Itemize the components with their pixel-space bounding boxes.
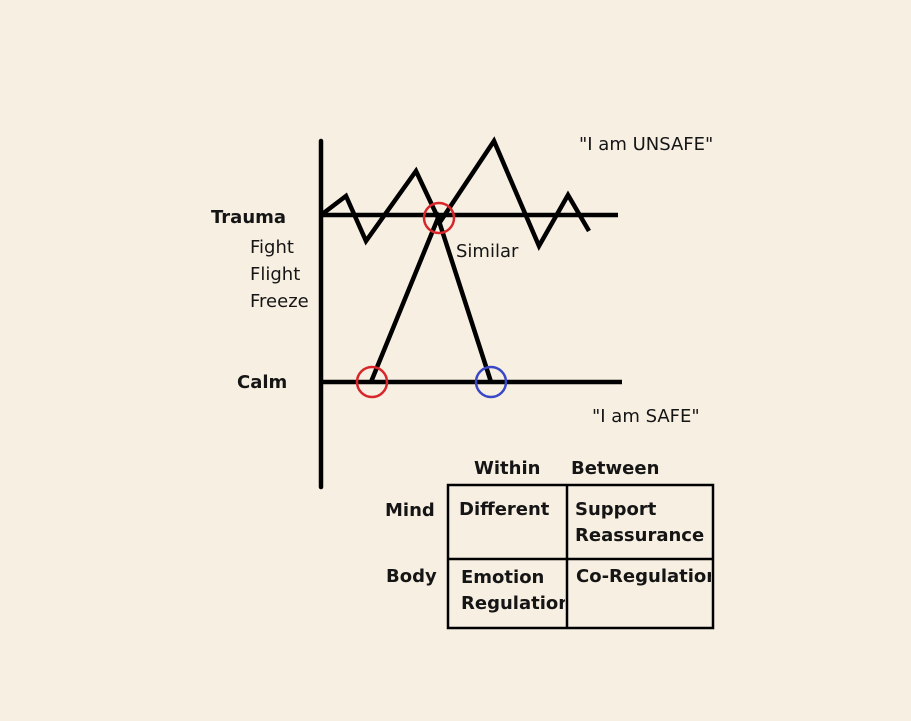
similar-label: Similar bbox=[456, 241, 519, 262]
cell-mind-between-line-1: Support bbox=[575, 499, 657, 520]
flight-label: Flight bbox=[250, 264, 301, 285]
cell-body-between-line: Co-Regulation bbox=[576, 566, 711, 587]
cell-body-between: Co-Regulation bbox=[576, 564, 711, 624]
fight-label: Fight bbox=[250, 237, 294, 258]
table-col-header-between: Between bbox=[571, 458, 660, 479]
cell-body-within: Emotion Regulation bbox=[461, 565, 565, 626]
cell-body-within-line-2: Regulation bbox=[461, 593, 565, 614]
calm-start-red-circle bbox=[355, 365, 389, 399]
calm-return-blue-circle bbox=[474, 365, 508, 399]
trauma-intersection-red-circle bbox=[422, 201, 456, 235]
table-row-header-body: Body bbox=[386, 566, 437, 587]
trauma-label: Trauma bbox=[211, 207, 287, 228]
cell-body-within-line-1: Emotion bbox=[461, 567, 545, 588]
cell-mind-between: Support Reassurance bbox=[575, 497, 711, 557]
cell-mind-within: Different bbox=[459, 497, 565, 557]
calm-to-trauma-peak-line bbox=[368, 211, 494, 383]
cell-mind-between-line-2: Reassurance bbox=[575, 525, 705, 546]
trauma-zigzag-line bbox=[319, 136, 591, 252]
table-col-header-within: Within bbox=[474, 458, 541, 479]
table-border bbox=[446, 483, 715, 630]
table-row-header-mind: Mind bbox=[385, 500, 435, 521]
calm-label: Calm bbox=[237, 372, 288, 393]
cell-mind-within-line: Different bbox=[459, 499, 550, 520]
unsafe-quote: "I am UNSAFE" bbox=[579, 134, 714, 155]
safe-quote: "I am SAFE" bbox=[592, 406, 700, 427]
freeze-label: Freeze bbox=[250, 291, 309, 312]
